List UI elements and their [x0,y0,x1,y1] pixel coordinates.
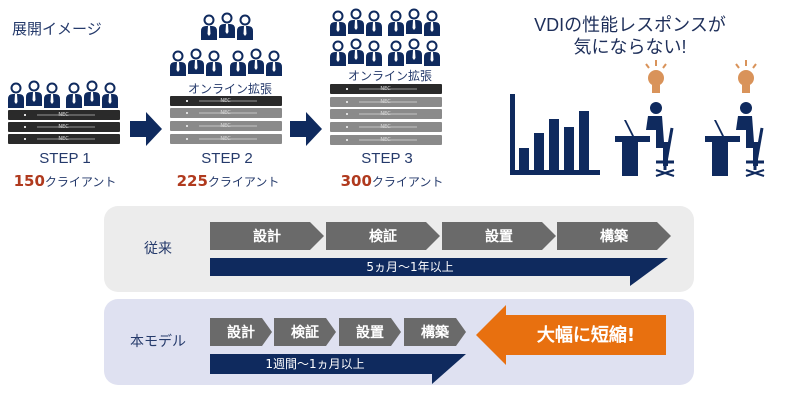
arrow-right-icon [130,112,162,146]
arrow-right-icon [290,112,322,146]
step-label: STEP 3 [361,150,413,167]
server-unit: NEC [330,135,442,145]
phase-installation: 設置 [442,222,556,250]
server-unit: NEC [170,96,282,106]
conventional-duration: 5ヵ月～1年以上 [366,260,454,274]
bar-chart-icon [510,94,600,175]
client-count: 225クライアント [176,172,280,190]
model-duration: 1週間～1ヵ月以上 [265,357,365,371]
step-label: STEP 1 [39,150,91,167]
shortened-callout: 大幅に短縮! [536,325,636,346]
vdi-line-1: VDIの性能レスポンスが [534,15,726,35]
server-unit: NEC [8,110,120,120]
vdi-line-2: 気にならない! [573,37,687,57]
server-unit: NEC [330,122,442,132]
server-unit: NEC [170,134,282,144]
model-label: 本モデル [130,334,186,350]
server-unit: NEC [8,122,120,132]
users-group-icon [8,80,128,110]
phase-verification: 検証 [326,222,440,250]
server-unit: NEC [170,121,282,131]
phase-installation: 設置 [339,318,401,346]
phase-verification: 検証 [274,318,336,346]
person-at-desk-icon [703,58,766,178]
duration-arrow [210,354,466,384]
server-unit: NEC [8,134,120,144]
online-expansion-label: オンライン拡張 [347,69,432,83]
phase-construction: 構築 [404,318,466,346]
online-expansion-label: オンライン拡張 [187,82,272,96]
server-unit: NEC [170,108,282,118]
step-label: STEP 2 [201,150,253,167]
phase-construction: 構築 [557,222,671,250]
server-unit: NEC [330,97,442,107]
duration-arrow [210,258,668,286]
conventional-label: 従来 [144,241,172,257]
person-at-desk-icon [613,58,676,178]
users-group-icon [170,12,290,82]
phase-design: 設計 [210,318,272,346]
orange-left-arrow [476,305,666,365]
users-group-icon [330,8,450,68]
server-unit: NEC [330,109,442,119]
page-title: 展開イメージ [12,20,102,38]
server-unit: NEC [330,84,442,94]
phase-design: 設計 [210,222,324,250]
vdi-message: VDIの性能レスポンスが 気にならない! [520,14,740,58]
client-count: 150クライアント [13,172,117,190]
client-count: 300クライアント [340,172,444,190]
